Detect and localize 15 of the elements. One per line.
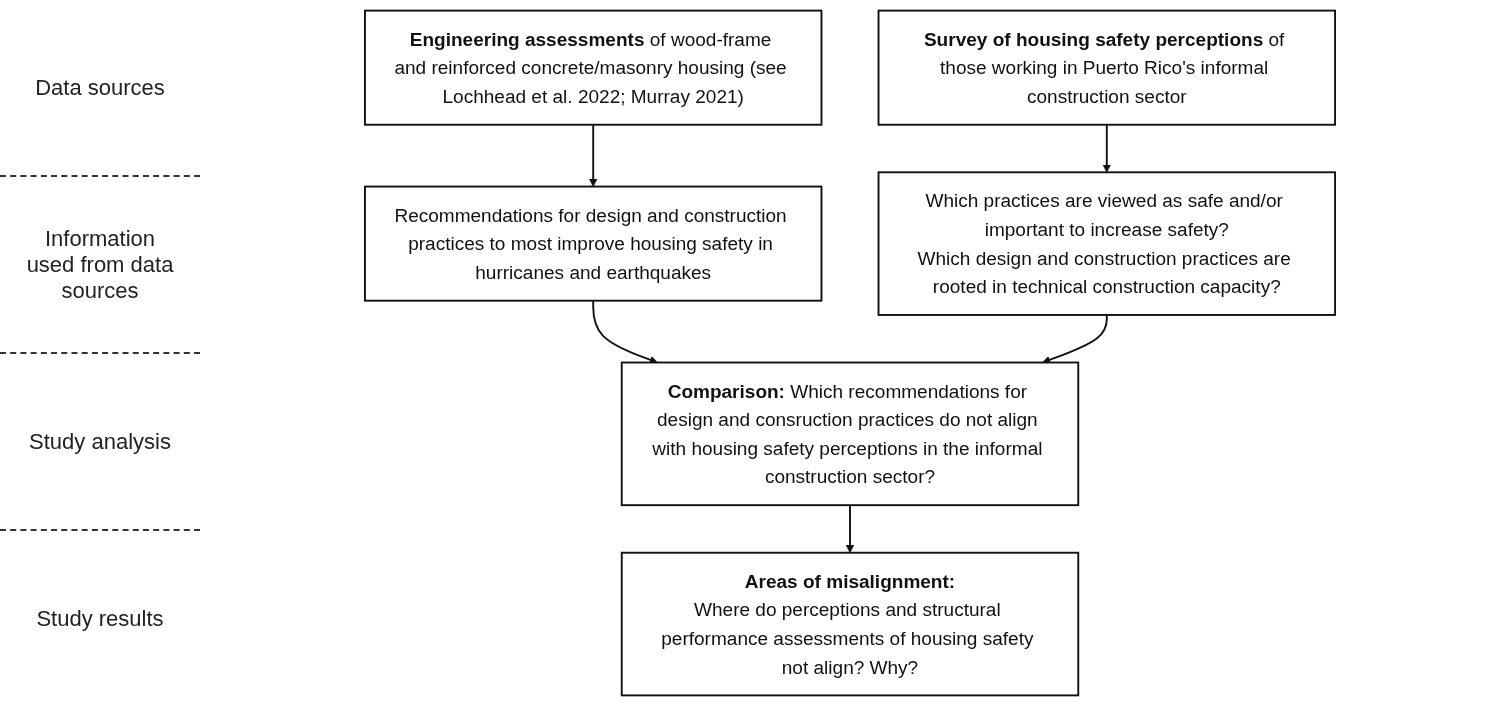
row-label: Data sources [34,74,166,101]
node-box: Areas of misalignment: Where do perceptions and structural performance assessments of housing safety not align? Why? [620,551,1080,697]
node-box: Engineering assessments of wood-frame and reinforced concrete/masonry housing (see Lochhead et al. 2022; Murray 2021) [364,9,823,126]
row-label: Study results [35,605,165,632]
row-label: Information used from data sources [25,225,175,304]
node-box: Survey of housing safety perceptions of those working in Puerto Rico's informal construction sector [877,9,1336,126]
row-label: Study analysis [28,428,172,455]
node-box: Recommendations for design and construction practices to most improve housing safety in hurricanes and earthquakes [364,185,823,302]
arrow [1102,123,1111,173]
arrow [589,123,598,187]
arrow [1042,314,1108,364]
arrow [845,504,855,554]
node-box: Comparison: Which recommendations for design and consruction practices do not align with housing safety perceptions in the informal construction sector? [620,361,1080,507]
arrow [592,299,658,364]
node-box: Which practices are viewed as safe and/or important to increase safety? Which design and construction practices are rooted in technical construction capacity? [877,171,1336,316]
